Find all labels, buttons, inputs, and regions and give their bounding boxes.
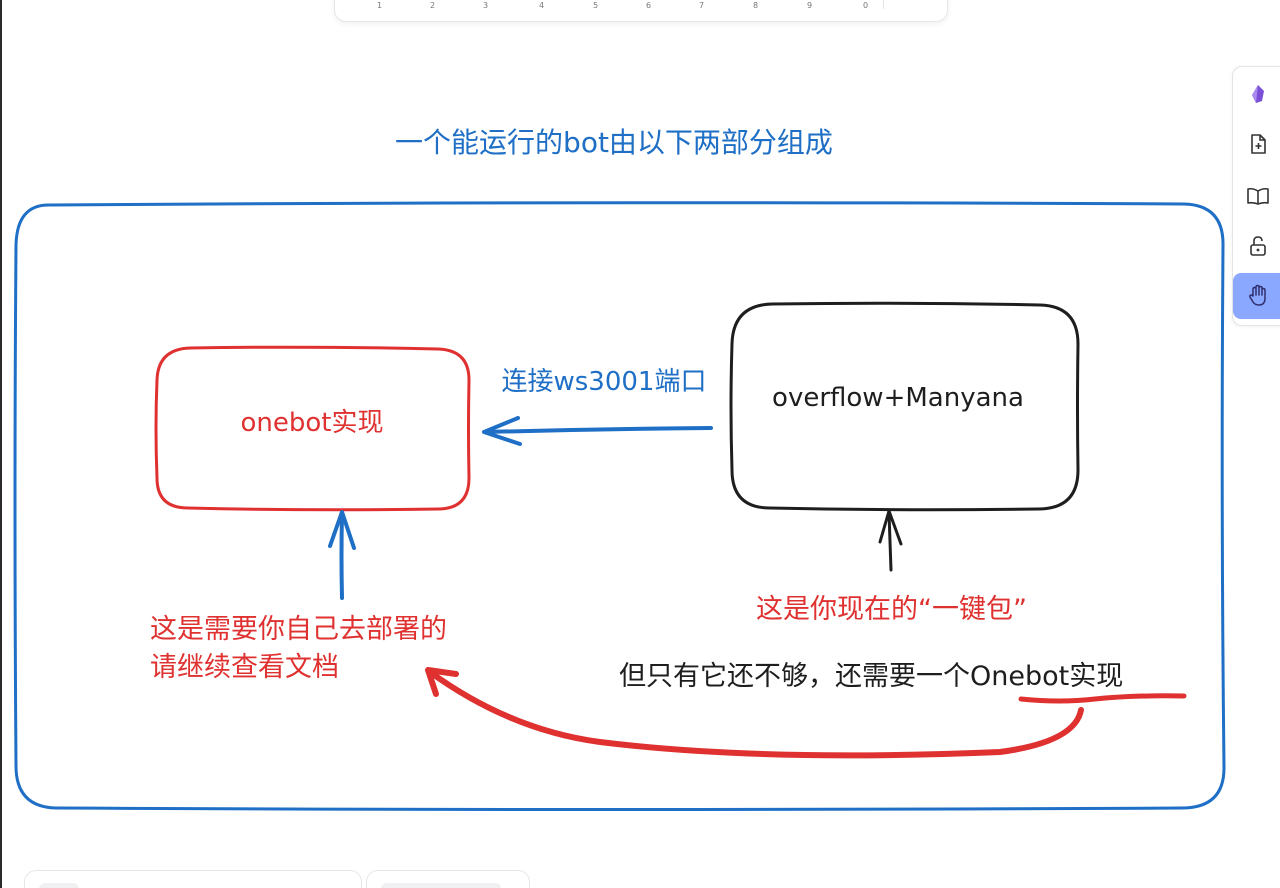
outer-container-frame[interactable]	[13, 201, 1226, 811]
library-button[interactable]	[1233, 71, 1280, 117]
deploy-note-line1: 这是需要你自己去部署的	[150, 614, 447, 645]
deploy-note-line2: 请继续查看文档	[150, 652, 339, 683]
lock-button[interactable]	[1233, 223, 1280, 269]
bottom-menu-card[interactable]	[24, 870, 362, 888]
need-note-suffix: 实现	[1069, 661, 1123, 692]
hand-icon	[1249, 284, 1266, 306]
need-note-prefix: 但只有它还不够，还需要一个	[619, 661, 970, 692]
curved-red-arrow[interactable]	[425, 667, 1084, 759]
overflow-box-label: overflow+Manyana	[772, 383, 1024, 413]
onebot-underline[interactable]	[1018, 693, 1187, 704]
shape-toolbar: 1 2 3 4 5 6 7 8 9 0	[334, 0, 948, 22]
tool-shortcut: 0	[863, 1, 869, 10]
bottom-card-control[interactable]	[381, 883, 501, 888]
tool-shortcut: 5	[593, 1, 599, 10]
tool-shortcut: 6	[646, 1, 652, 10]
package-up-arrow[interactable]	[878, 509, 903, 572]
side-panel	[1232, 66, 1280, 326]
diagram-title: 一个能运行的bot由以下两部分组成	[395, 126, 833, 159]
hand-tool-button[interactable]	[1233, 273, 1280, 319]
connect-label: 连接ws3001端口	[502, 367, 707, 397]
tool-shortcut: 9	[807, 1, 813, 10]
tool-shortcut: 1	[377, 1, 383, 10]
onebot-implementation-box[interactable]: onebot实现	[154, 345, 471, 512]
tool-shortcut: 4	[539, 1, 545, 10]
book-open-icon	[1247, 187, 1269, 205]
bottom-zoom-card[interactable]	[366, 870, 530, 888]
tool-shortcut: 3	[483, 1, 489, 10]
overflow-manyana-box[interactable]: overflow+Manyana	[729, 301, 1080, 512]
tool-shortcut: 2	[430, 1, 436, 10]
tool-shortcut: 8	[753, 1, 759, 10]
add-file-button[interactable]	[1233, 121, 1280, 167]
book-button[interactable]	[1233, 173, 1280, 219]
connection-arrow[interactable]	[482, 416, 713, 446]
window-edge	[0, 0, 2, 888]
toolbar-divider	[883, 0, 884, 9]
onebot-box-label: onebot实现	[241, 408, 384, 438]
bottom-card-control[interactable]	[39, 883, 79, 888]
add-file-icon	[1251, 134, 1266, 154]
package-note: 这是你现在的“一键包”	[756, 594, 1027, 625]
need-note-highlight: Onebot	[970, 661, 1069, 692]
need-note: 但只有它还不够，还需要一个Onebot实现	[619, 661, 1123, 692]
library-gem-icon	[1252, 85, 1264, 103]
deploy-up-arrow[interactable]	[328, 510, 356, 600]
unlock-icon	[1250, 236, 1266, 256]
tool-shortcut: 7	[699, 1, 705, 10]
